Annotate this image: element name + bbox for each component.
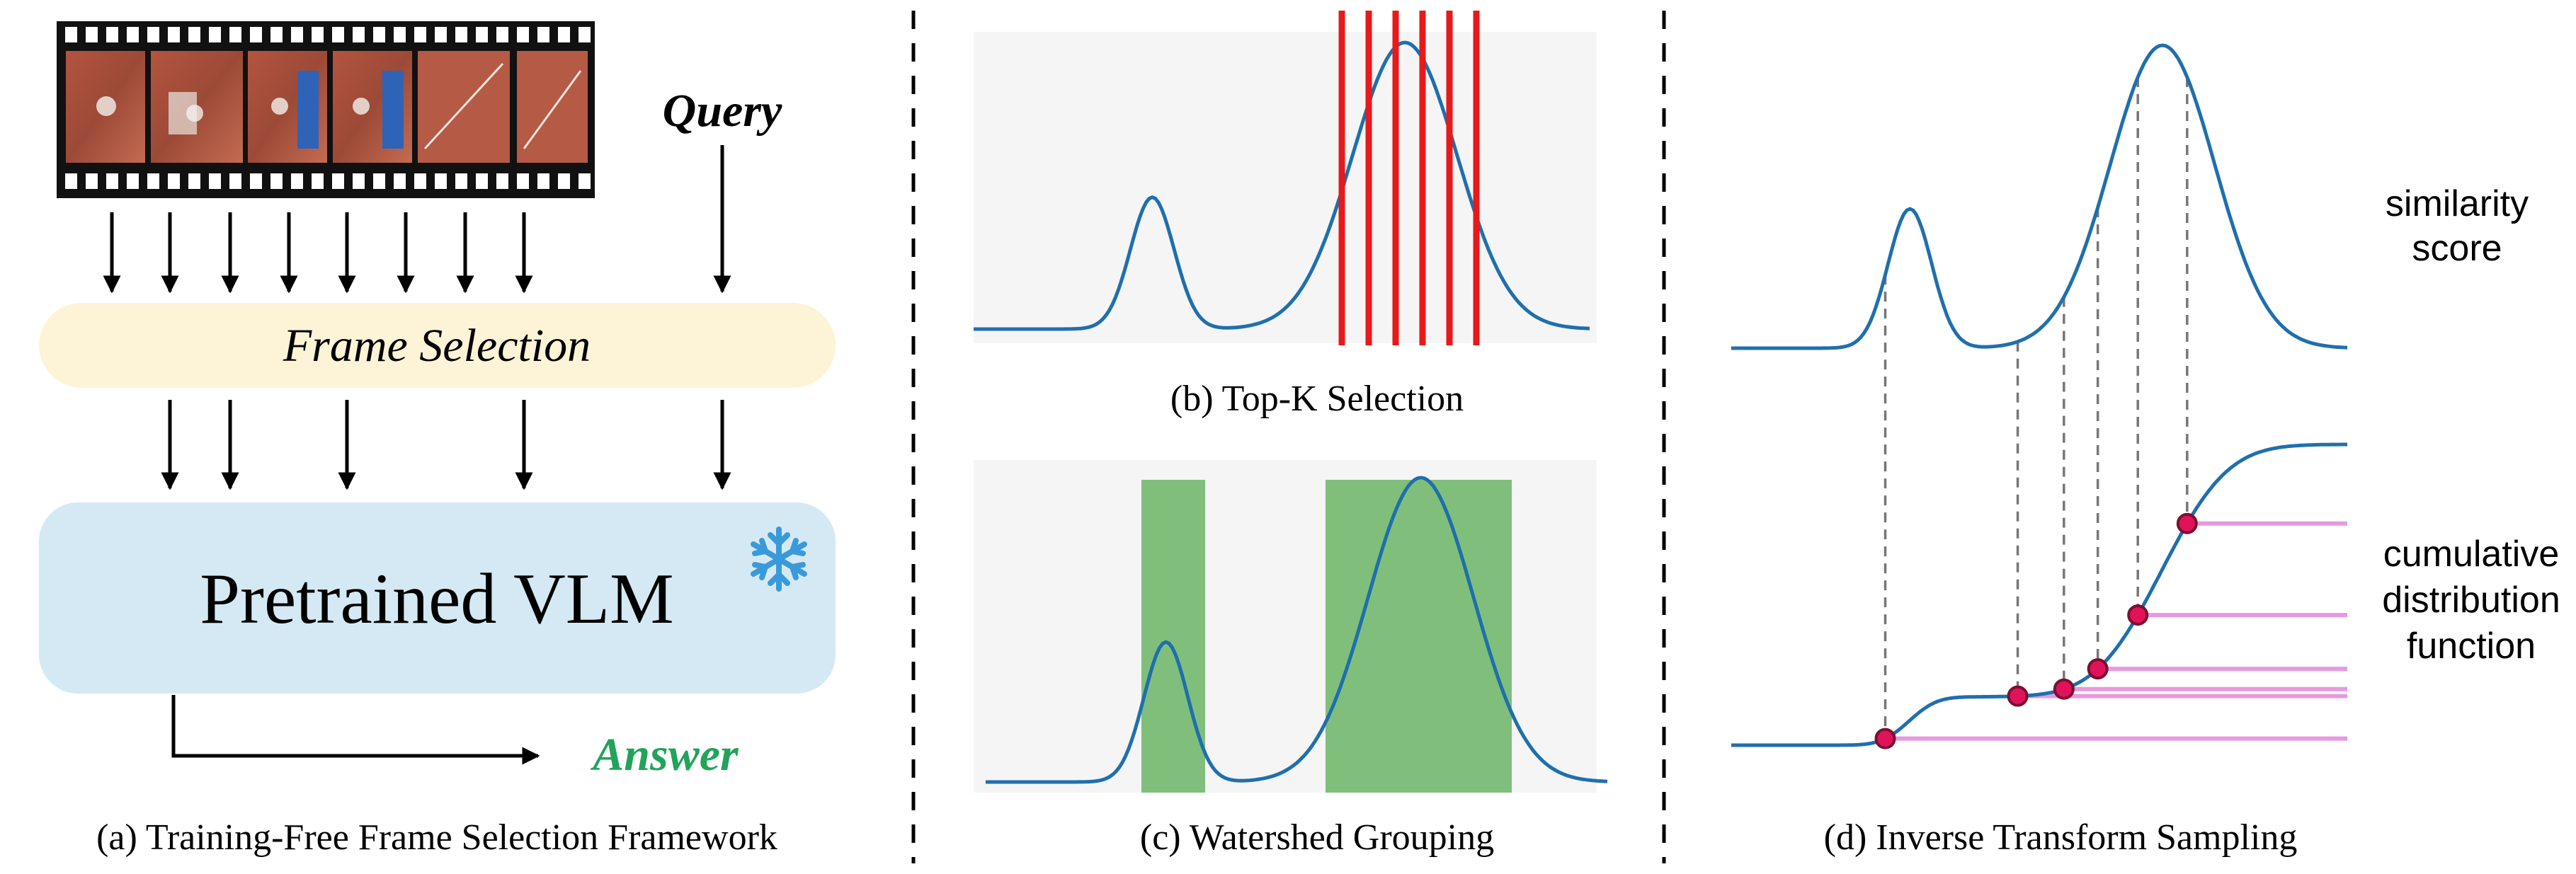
frame-selection-label: Frame Selection bbox=[283, 320, 591, 372]
sprocket-hole bbox=[517, 27, 529, 42]
sprocket-hole bbox=[332, 173, 344, 189]
sprocket-hole bbox=[558, 27, 570, 42]
sprocket-hole bbox=[394, 173, 406, 189]
sprocket-hole bbox=[537, 173, 549, 189]
sprocket-hole bbox=[558, 173, 570, 189]
sprocket-hole bbox=[65, 173, 77, 189]
sprocket-hole bbox=[270, 173, 283, 189]
cdf-label-1: cumulative bbox=[2383, 534, 2560, 575]
sprocket-hole bbox=[270, 27, 283, 42]
sprocket-hole bbox=[476, 27, 488, 42]
sprocket-hole bbox=[353, 173, 365, 189]
similarity-score-label-2: score bbox=[2412, 228, 2502, 269]
sprocket-hole bbox=[579, 173, 591, 189]
sprocket-hole bbox=[517, 173, 529, 189]
sample-point bbox=[2127, 604, 2149, 626]
frame-selection-box bbox=[39, 303, 836, 388]
sample-point bbox=[2053, 678, 2075, 700]
plot-background-b bbox=[974, 32, 1597, 343]
inverse-transform-samples bbox=[1883, 77, 2347, 741]
video-frame-thumbnails bbox=[66, 51, 588, 163]
cdf-label-3: function bbox=[2407, 626, 2536, 667]
sprocket-hole bbox=[229, 27, 241, 42]
pretrained-vlm-box bbox=[39, 502, 836, 694]
sprocket-hole bbox=[496, 173, 508, 189]
sprocket-hole bbox=[127, 173, 139, 189]
sprocket-hole bbox=[414, 27, 426, 42]
frame-arrows bbox=[103, 212, 533, 294]
answer-arrow bbox=[171, 695, 540, 765]
sprocket-hole bbox=[106, 173, 118, 189]
sample-point bbox=[2087, 658, 2109, 680]
sprocket-hole bbox=[209, 27, 221, 42]
film-strip bbox=[57, 21, 595, 198]
sprocket-hole bbox=[312, 173, 324, 189]
similarity-curve-d bbox=[1731, 43, 2348, 350]
selected-frame-arrows bbox=[161, 400, 533, 490]
sample-point bbox=[2007, 685, 2029, 707]
sample-point bbox=[2176, 512, 2198, 534]
similarity-curve-c bbox=[986, 476, 1608, 784]
answer-label: Answer bbox=[590, 729, 739, 781]
sample-points bbox=[1874, 512, 2198, 749]
sprocket-hole bbox=[250, 173, 262, 189]
sprocket-hole bbox=[435, 27, 447, 42]
sprocket-hole bbox=[373, 173, 385, 189]
topk-lines bbox=[1338, 11, 1480, 345]
sprocket-hole bbox=[86, 27, 98, 42]
sprocket-hole bbox=[188, 173, 200, 189]
sprocket-hole bbox=[127, 27, 139, 42]
sprocket-hole bbox=[312, 27, 324, 42]
watershed-region-1 bbox=[1141, 480, 1205, 793]
caption-b: (b) Top-K Selection bbox=[1170, 379, 1464, 419]
sprocket-hole bbox=[209, 173, 221, 189]
pretrained-vlm-label: Pretrained VLM bbox=[200, 559, 673, 639]
sprocket-hole bbox=[250, 27, 262, 42]
sprocket-hole bbox=[373, 27, 385, 42]
sprocket-hole bbox=[414, 173, 426, 189]
sprocket-hole bbox=[229, 173, 241, 189]
panel-b: (b) Top-K Selection bbox=[974, 11, 1597, 419]
sprocket-hole bbox=[496, 27, 508, 42]
sprocket-hole bbox=[291, 173, 303, 189]
sprocket-hole bbox=[353, 27, 365, 42]
sprocket-hole bbox=[291, 27, 303, 42]
sprocket-hole bbox=[435, 173, 447, 189]
similarity-curve-b bbox=[974, 40, 1590, 331]
panel-d: similarity score cumulative distribution… bbox=[1731, 43, 2560, 858]
cdf-curve bbox=[1731, 442, 2347, 747]
sprocket-hole bbox=[86, 173, 98, 189]
sprocket-hole bbox=[147, 27, 159, 42]
panel-c: (c) Watershed Grouping bbox=[974, 460, 1608, 858]
sprocket-hole bbox=[65, 27, 77, 42]
sprocket-hole bbox=[168, 173, 180, 189]
sprocket-hole bbox=[168, 27, 180, 42]
sprocket-hole bbox=[394, 27, 406, 42]
sprocket-hole bbox=[332, 27, 344, 42]
cdf-label-2: distribution bbox=[2382, 580, 2560, 621]
query-label: Query bbox=[663, 85, 782, 137]
sprocket-hole bbox=[476, 173, 488, 189]
sprocket-hole bbox=[455, 173, 467, 189]
sprocket-hole bbox=[579, 27, 591, 42]
similarity-score-label-1: similarity bbox=[2386, 183, 2529, 224]
sprocket-hole bbox=[537, 27, 549, 42]
panel-a: Query Frame Selection Pretrained VLM Ans… bbox=[39, 21, 836, 858]
sprocket-hole bbox=[106, 27, 118, 42]
caption-d: (d) Inverse Transform Sampling bbox=[1824, 817, 2298, 858]
sample-point bbox=[1874, 728, 1896, 749]
caption-c: (c) Watershed Grouping bbox=[1140, 817, 1494, 858]
sprocket-hole bbox=[455, 27, 467, 42]
snowflake-icon bbox=[751, 527, 807, 592]
sprocket-hole bbox=[147, 173, 159, 189]
sprocket-hole bbox=[188, 27, 200, 42]
caption-a: (a) Training-Free Frame Selection Framew… bbox=[96, 817, 777, 858]
